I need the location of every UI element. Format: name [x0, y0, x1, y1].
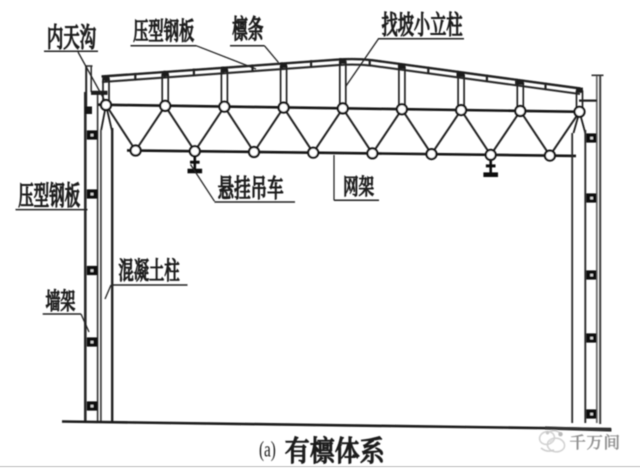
- svg-text:(a): (a): [259, 438, 276, 463]
